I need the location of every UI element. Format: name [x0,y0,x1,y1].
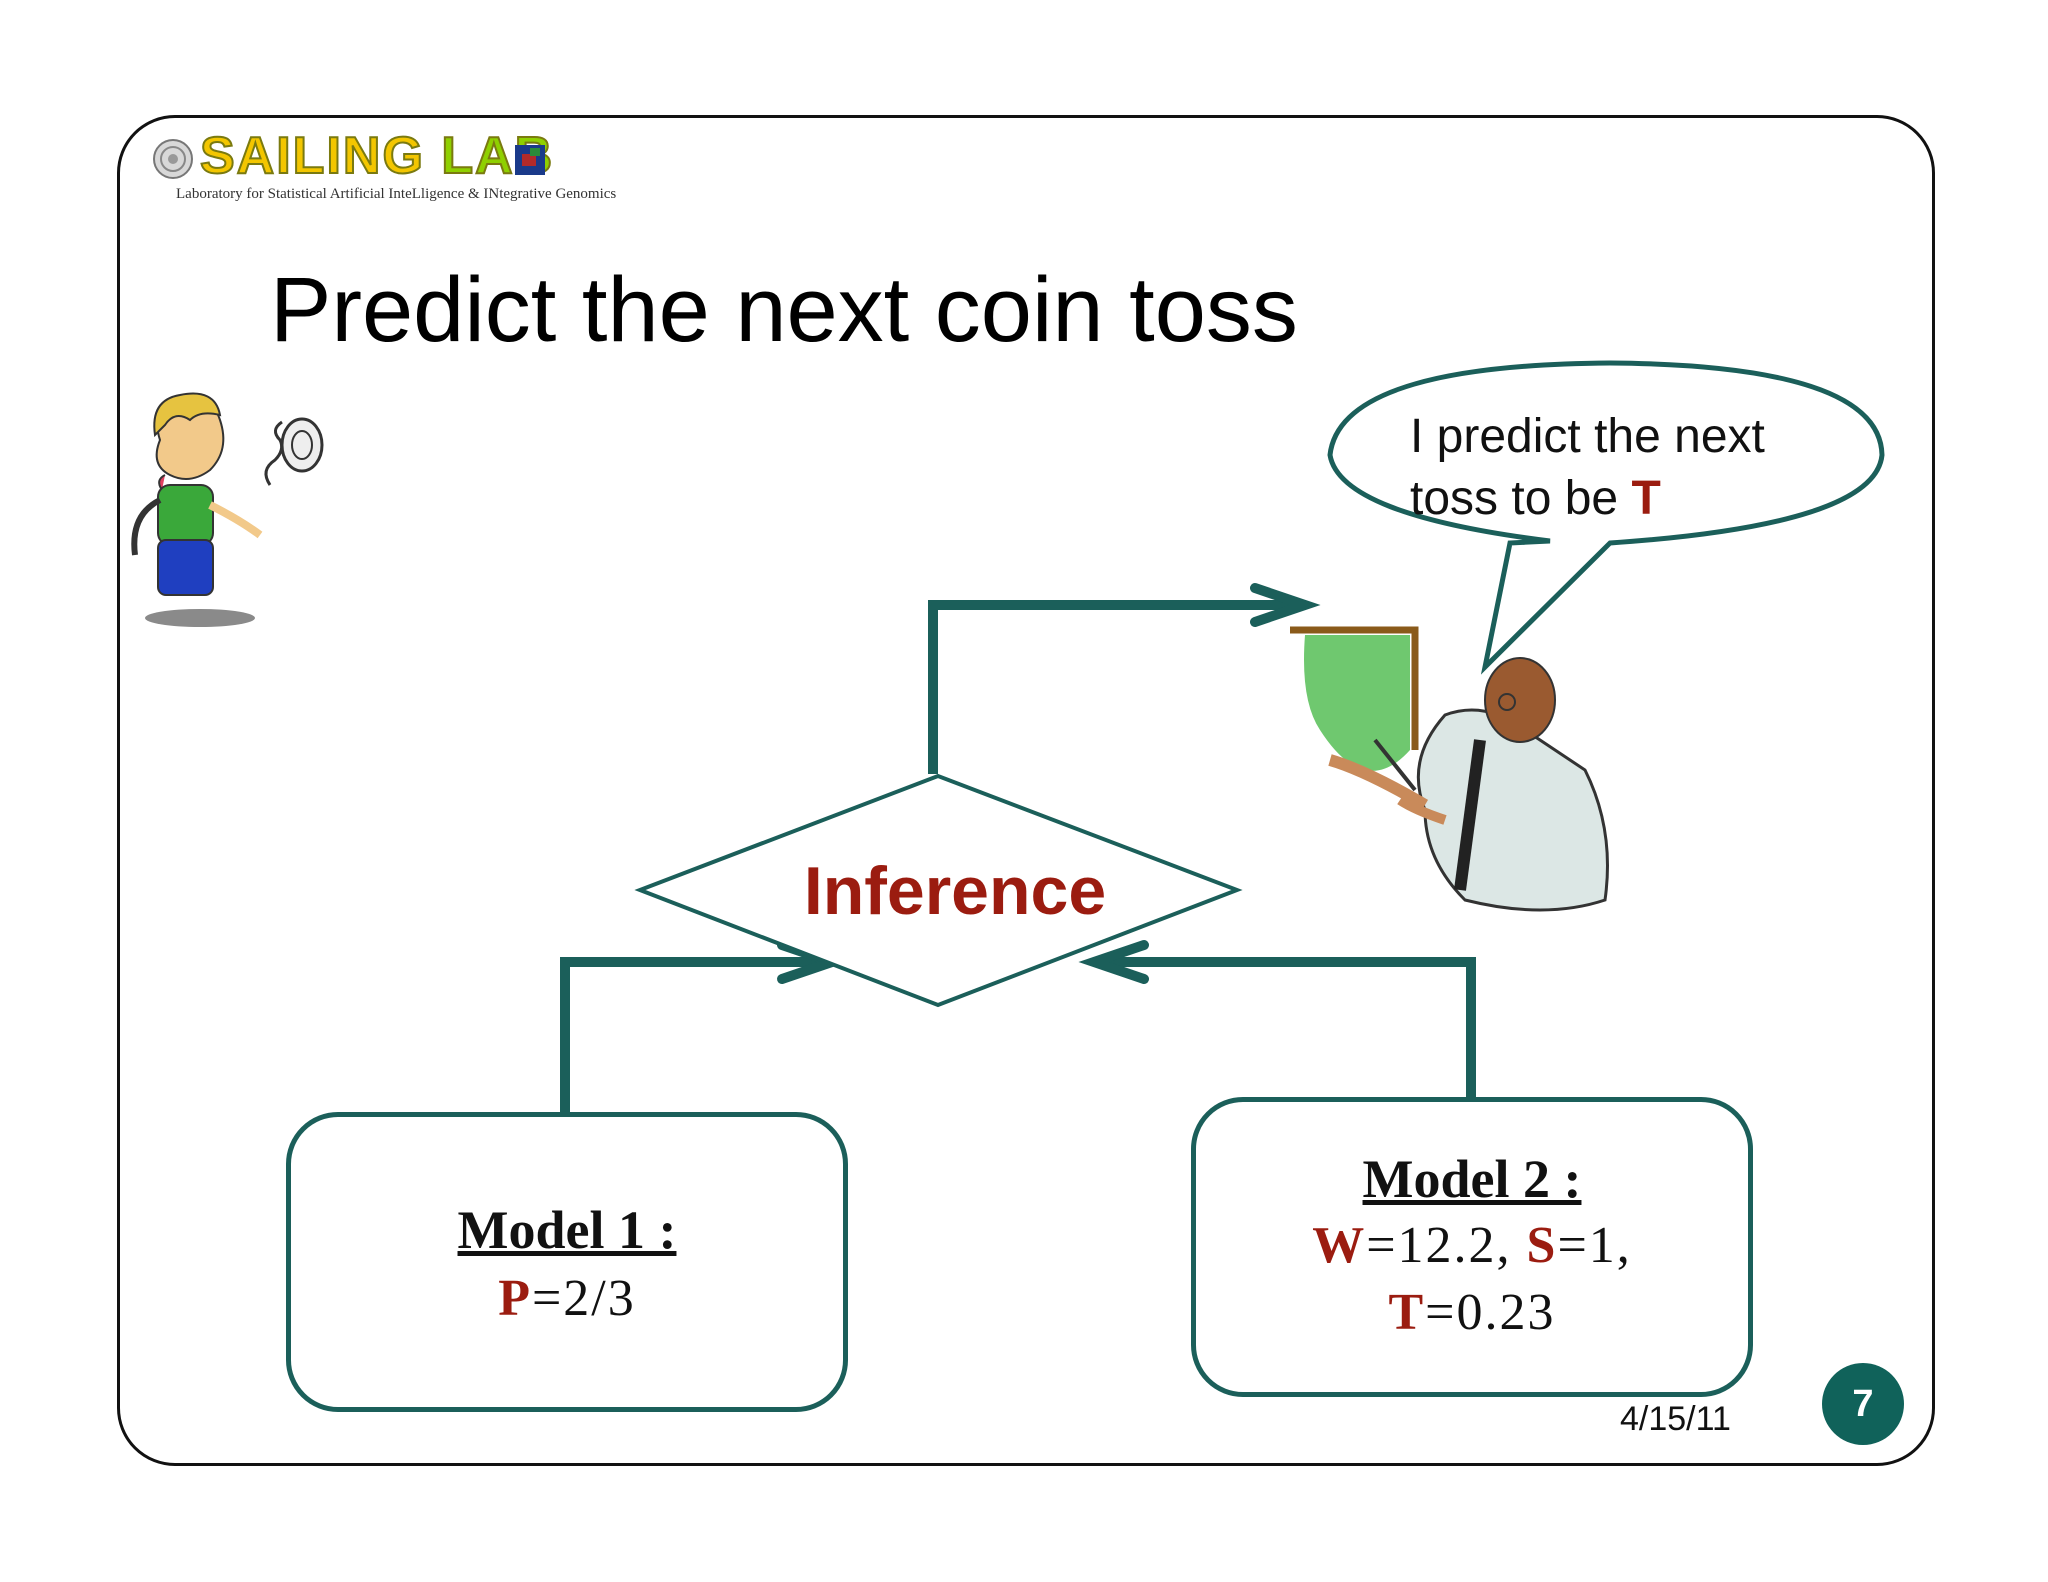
page-number-badge: 7 [1822,1363,1904,1445]
slide-title: Predict the next coin toss [270,259,1298,361]
output-arrow [928,600,1300,774]
model1-arrow [560,957,828,1112]
model-1-box: Model 1 : P=2/3 [286,1112,848,1412]
logo-square-icon [515,145,545,175]
coin-tossing-boy-icon [131,392,324,627]
model-2-box: Model 2 : W=12.2, S=1, T=0.23 [1191,1097,1753,1397]
seal-icon [153,139,193,179]
model-1-params: P=2/3 [498,1270,636,1327]
speech-bubble-text: I predict the next toss to be T [1410,410,1765,525]
speech-bubble [1327,360,1885,675]
logo-subtitle: Laboratory for Statistical Artificial In… [176,186,617,202]
model2-arrowhead [1078,940,1149,984]
inference-label: Inference [803,853,1107,929]
model2-arrow [1098,957,1476,1097]
model-2-title: Model 2 : [1362,1149,1582,1209]
model-2-params-line1: W=12.2, S=1, [1312,1217,1632,1274]
output-arrowhead [1250,583,1321,627]
model-1-title: Model 1 : [457,1200,677,1260]
logo-wordmark: SAILING LAB [199,127,555,185]
inference-diamond [634,773,1243,1008]
professor-pointing-icon [1290,626,1609,912]
model-2-params-line2: T=0.23 [1388,1284,1556,1341]
chalkboard-icon [1290,626,1419,750]
slide-date: 4/15/11 [1620,1400,1731,1438]
